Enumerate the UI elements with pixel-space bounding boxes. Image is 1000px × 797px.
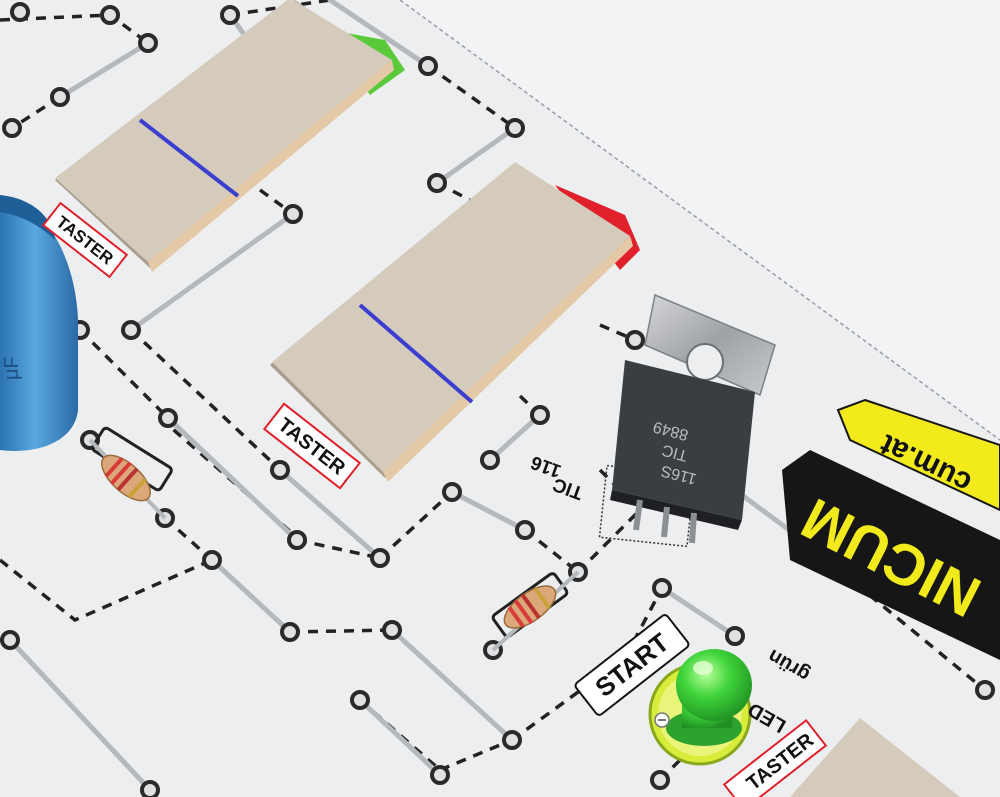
led-green: [648, 649, 752, 766]
thyristor-tic116: [598, 293, 776, 548]
wire-jumpers: [7, 0, 803, 793]
push-button-top: [55, 0, 405, 272]
push-button-bottom: [790, 718, 960, 797]
resistor-center: [491, 570, 580, 652]
board-edge-line: [399, 0, 1000, 441]
resistor-left: [88, 426, 173, 520]
svg-text:μF: μF: [1, 356, 23, 380]
brand-panel: [782, 398, 1000, 660]
electrolytic-capacitor: μF: [0, 195, 78, 451]
push-button-middle: [270, 162, 640, 482]
chip-line2-text: TIC: [660, 441, 689, 464]
label-led: LED grün: [744, 645, 814, 737]
